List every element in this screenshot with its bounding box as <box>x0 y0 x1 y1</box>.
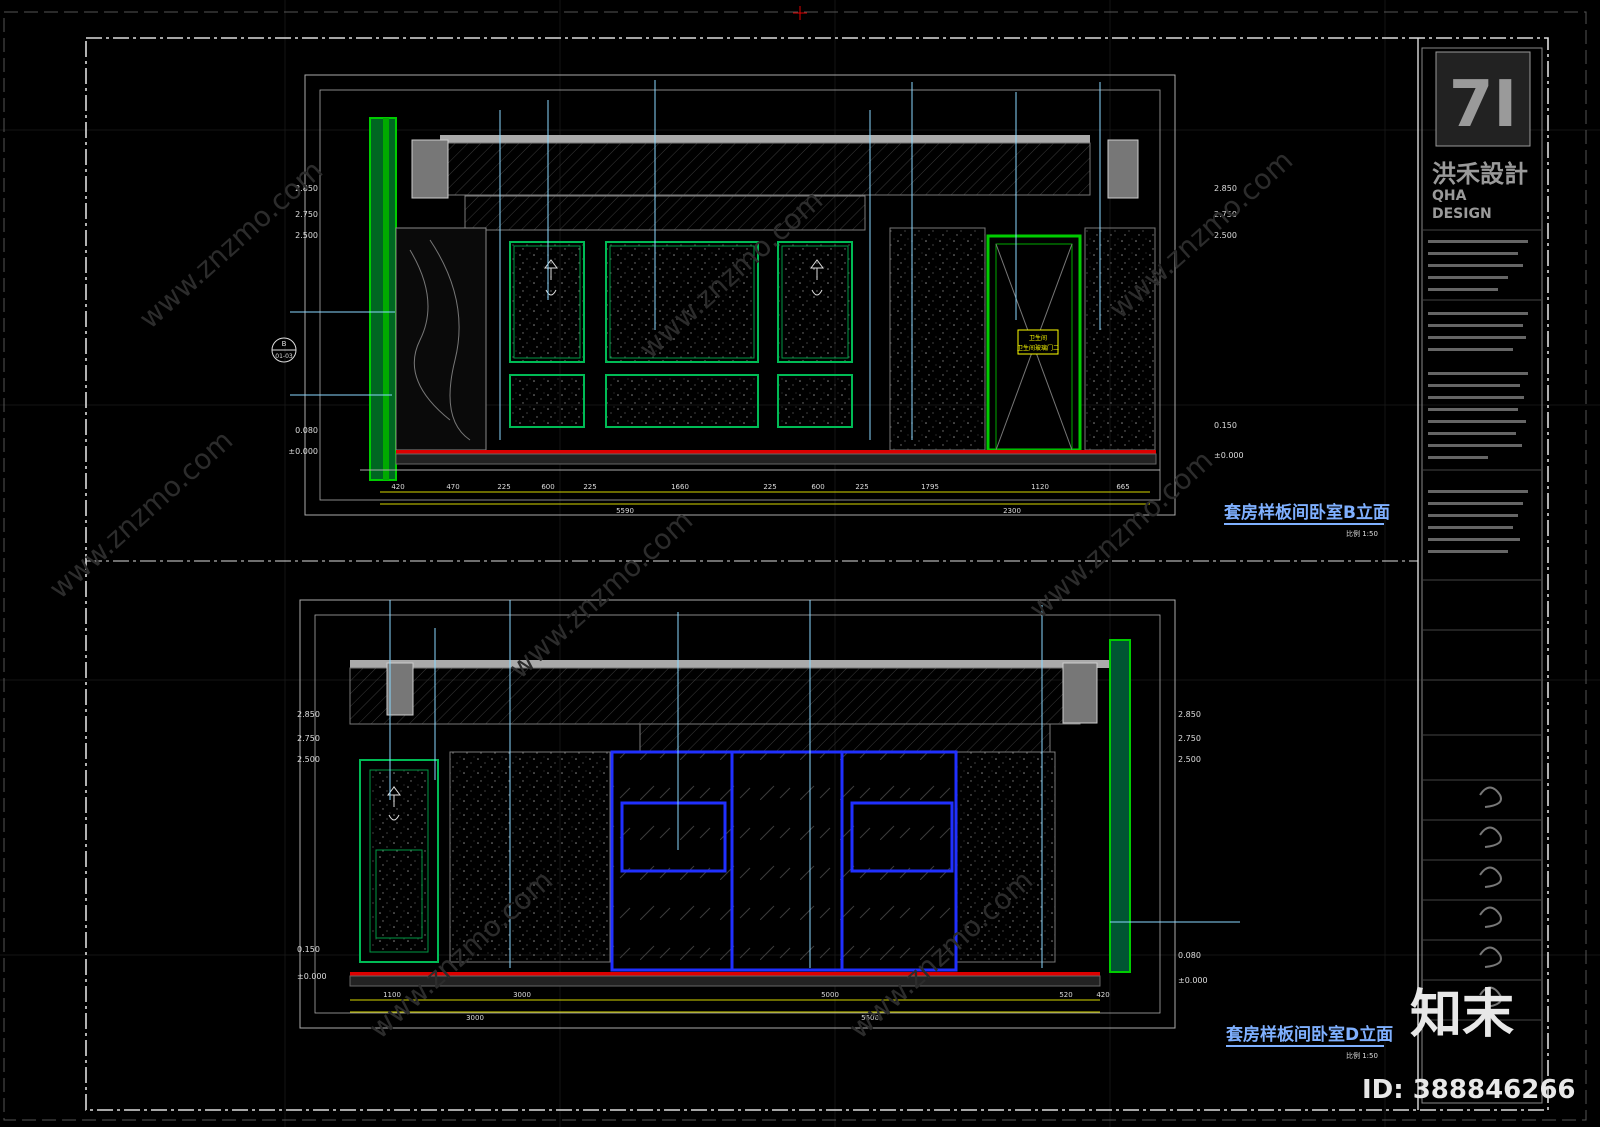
dimensions-b: 420 470 225 600 225 1660 225 600 225 1795 1120 665 5… <box>391 483 1129 515</box>
level-label: 2.850 <box>1178 710 1201 719</box>
dimension-label: 225 <box>583 483 596 491</box>
level-label: 2.850 <box>297 710 320 719</box>
level-label: 2.500 <box>1178 755 1201 764</box>
level-label: 0.150 <box>297 945 320 954</box>
dimension-total: 2300 <box>1003 507 1021 515</box>
dimension-label: 1795 <box>921 483 939 491</box>
levels-right-b: 2.850 2.750 2.500 0.150 ±0.000 <box>1214 184 1244 460</box>
brand-en-2: DESIGN <box>1432 206 1492 222</box>
level-label: ±0.000 <box>288 447 318 456</box>
dimension-label: 225 <box>763 483 776 491</box>
level-label: 2.750 <box>295 210 318 219</box>
dimension-total: 3000 <box>466 1014 484 1022</box>
levels-left-d: 2.850 2.750 2.500 0.150 ±0.000 <box>297 710 327 981</box>
level-label: 2.750 <box>1214 210 1237 219</box>
elevation-d: 套房样板间卧室D立面 比例 1:50 <box>299 599 1393 1060</box>
dimension-label: 520 <box>1059 991 1072 999</box>
level-label: ±0.000 <box>1178 976 1208 985</box>
elevation-d-title: 套房样板间卧室D立面 <box>1225 1024 1393 1045</box>
dimension-total: 5590 <box>616 507 634 515</box>
elevation-d-scale: 比例 1:50 <box>1346 1051 1378 1060</box>
wall-lamp-icon <box>387 786 401 821</box>
dimension-label: 225 <box>855 483 868 491</box>
level-label: 2.500 <box>1214 231 1237 240</box>
level-label: ±0.000 <box>1214 451 1244 460</box>
dimension-label: 600 <box>541 483 554 491</box>
svg-text:www.znzmo.com: www.znzmo.com <box>503 504 700 686</box>
levels-left-b: 2.850 2.750 2.500 0.080 ±0.000 <box>288 184 318 456</box>
level-label: ±0.000 <box>297 972 327 981</box>
level-label: 0.080 <box>1178 951 1201 960</box>
level-label: 2.850 <box>1214 184 1237 193</box>
level-label: 2.850 <box>295 184 318 193</box>
dimension-label: 600 <box>811 483 824 491</box>
dimension-label: 665 <box>1116 483 1129 491</box>
level-label: 0.080 <box>295 426 318 435</box>
section-marker-icon: B 01-03 <box>271 337 297 363</box>
wall-lamp-icon <box>544 259 824 296</box>
door-sign-text: 卫生间玻璃门二 <box>1017 344 1059 352</box>
levels-right-d: 2.850 2.750 2.500 0.080 ±0.000 <box>1178 710 1208 985</box>
svg-text:www.znzmo.com: www.znzmo.com <box>43 424 240 606</box>
svg-text:www.znzmo.com: www.znzmo.com <box>1023 444 1220 626</box>
brand-en-1: QHA <box>1432 188 1467 204</box>
dimension-label: 420 <box>391 483 404 491</box>
door-sign-title: 卫生间 <box>1029 334 1047 342</box>
dimension-label: 420 <box>1096 991 1109 999</box>
dimension-label: 1660 <box>671 483 689 491</box>
dimension-label: 1120 <box>1031 483 1049 491</box>
level-label: 2.750 <box>297 734 320 743</box>
title-block: 7I 洪禾設計 QHA DESIGN <box>1421 47 1543 1104</box>
elevation-b: 卫生间 卫生间玻璃门二 B 01-03 <box>271 74 1390 538</box>
watermark-brand: 知末 <box>1410 985 1514 1045</box>
elevation-b-scale: 比例 1:50 <box>1346 529 1378 538</box>
level-label: 2.500 <box>295 231 318 240</box>
dimension-label: 470 <box>446 483 459 491</box>
level-label: 2.500 <box>297 755 320 764</box>
sheet-border <box>3 6 1587 1121</box>
svg-text:www.znzmo.com: www.znzmo.com <box>133 154 330 336</box>
level-label: 0.150 <box>1214 421 1237 430</box>
brand-cn: 洪禾設計 <box>1432 160 1528 188</box>
svg-text:B: B <box>282 340 287 348</box>
dimensions-d: 1100 3000 5000 520 420 3000 5600 <box>383 991 1110 1022</box>
elevation-b-title: 套房样板间卧室B立面 <box>1223 502 1390 523</box>
dimension-label: 3000 <box>513 991 531 999</box>
watermark-id: ID: 388846266 <box>1362 1075 1576 1105</box>
dimension-label: 5000 <box>821 991 839 999</box>
dimension-label: 225 <box>497 483 510 491</box>
dimension-total: 5600 <box>861 1014 879 1022</box>
dimension-label: 1100 <box>383 991 401 999</box>
svg-text:01-03: 01-03 <box>275 353 293 360</box>
logo-icon: 7I <box>1449 68 1517 142</box>
level-label: 2.750 <box>1178 734 1201 743</box>
